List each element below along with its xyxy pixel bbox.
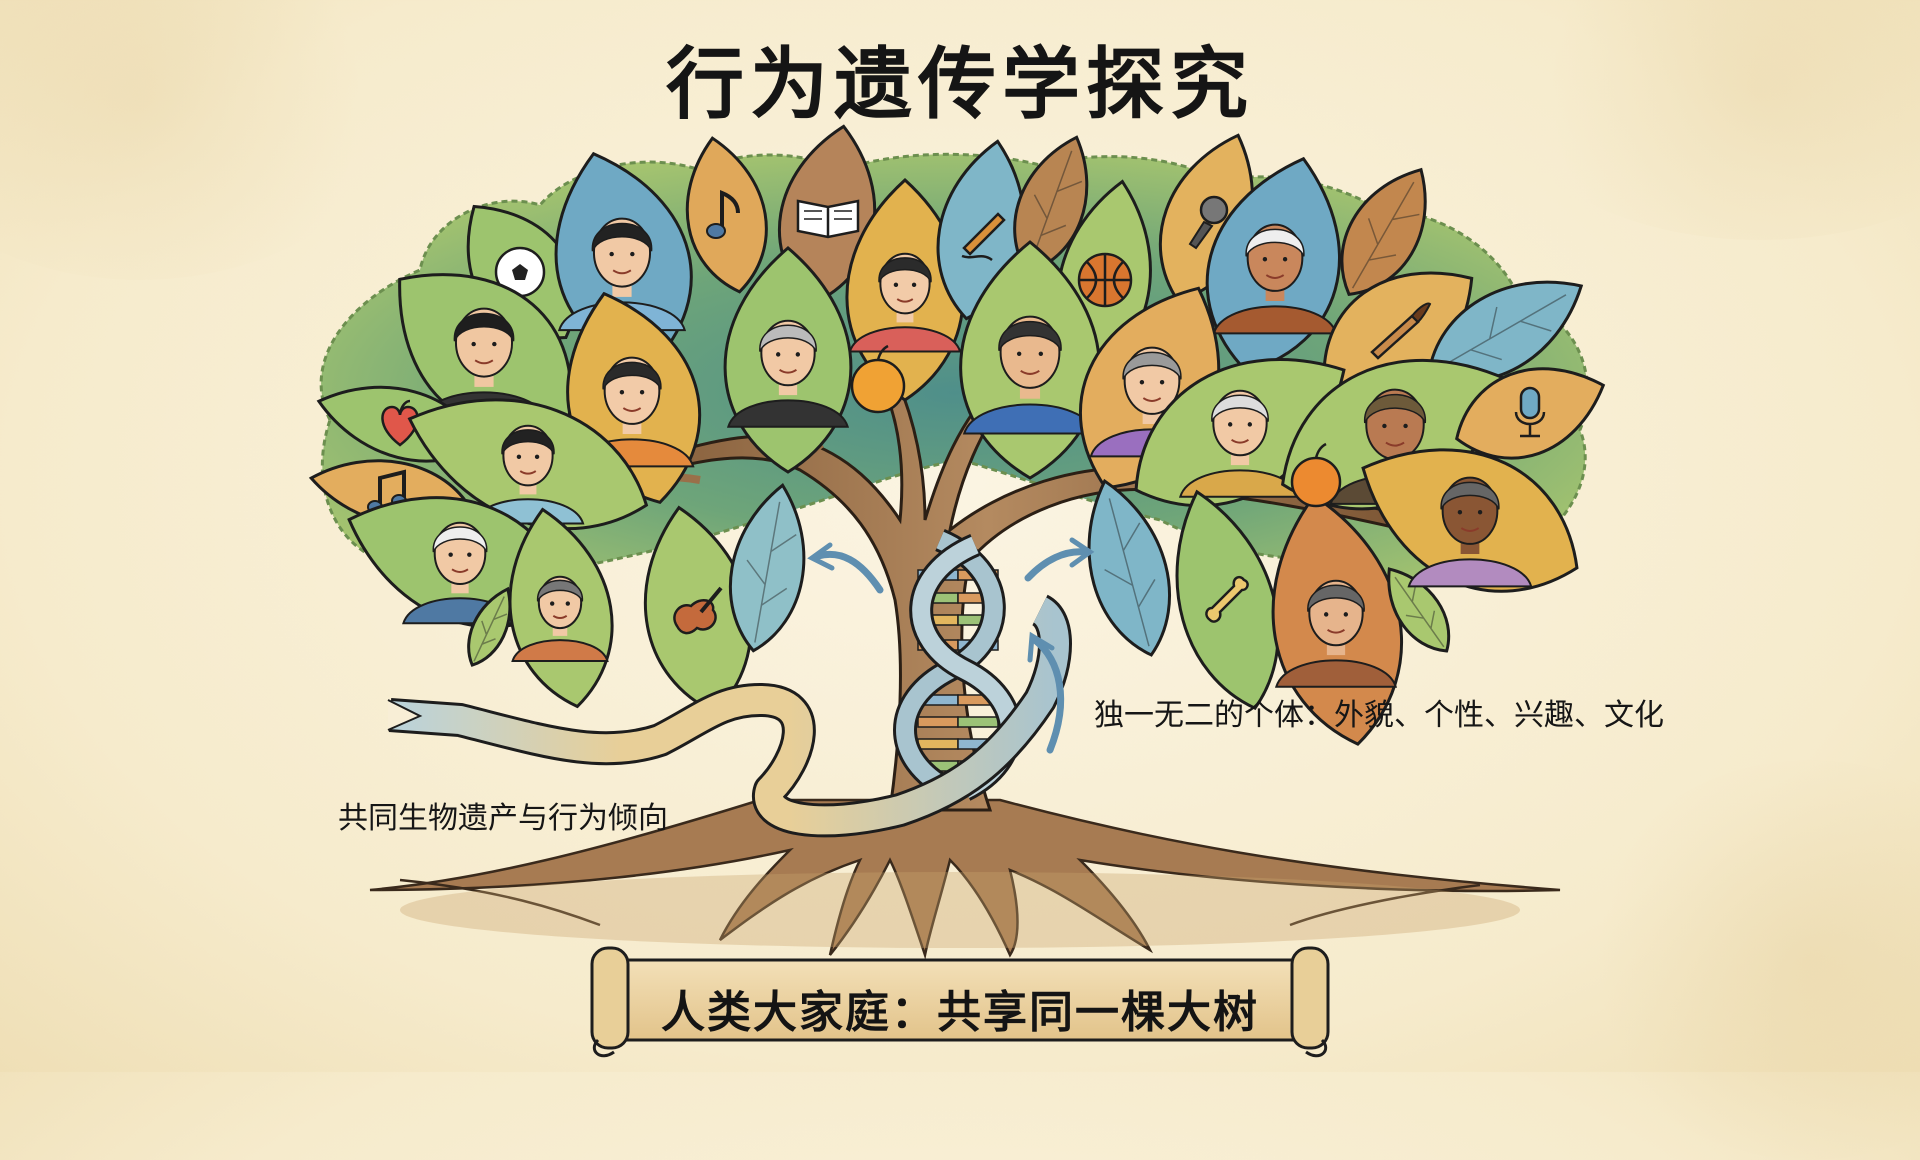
apple-center-icon [850,344,906,414]
soil [400,872,1520,948]
leaf-elder-robe [1271,493,1404,746]
leaf-scholar [959,240,1101,480]
portrait-older-man-red-tie [726,319,850,428]
soccer-ball-icon [494,246,546,298]
leaf-podcast-mic [1455,367,1606,460]
portrait-old-man-white-beard [1212,223,1338,335]
fountain-pen-icon [961,212,1006,262]
page-title: 行为遗传学探究 [665,40,1254,130]
leaf-music-note [685,136,768,294]
leaf-woman-qipao [845,177,965,402]
arrow-up-left-icon [814,550,884,594]
arrow-up-curve-icon [1031,636,1065,754]
paintbrush-icon [1370,302,1432,360]
leaf-small-left [467,586,512,667]
dna-double-helix [893,528,1022,801]
heart-apple-icon [381,399,419,447]
dna-base-pair [917,716,999,728]
apple-right-icon [1290,442,1342,508]
music-note-icon [706,190,740,239]
leaf-old-man-tie [723,246,853,474]
leaf-blue-left [728,483,806,653]
portrait-woman-red-qipao [848,252,962,353]
fruits-layer [850,344,1342,508]
scroll-banner [590,946,1330,1058]
banner-caption: 人类大家庭：共享同一棵大树 [661,987,1259,1038]
podcast-microphone-icon [1514,386,1546,438]
portrait-elder-brown-robe [1274,579,1398,688]
open-book-icon [796,199,860,239]
arrow-up-right-icon [1024,548,1089,582]
portrait-elder-round-glasses [1178,389,1302,498]
family-tree-illustration [308,124,1606,1058]
leaf-woman-headscarf [508,507,614,709]
microphone-icon [1188,195,1229,250]
shared-heritage-caption: 共同生物遗产与行为倾向 [338,801,668,836]
heritage-ribbon [387,594,1072,838]
leaf-brown-right [1340,167,1427,296]
leaves-layer [308,124,1606,746]
tree-roots [369,798,1561,960]
leaf-woman-braids [1361,448,1579,593]
violin-icon [673,586,723,635]
portrait-woman-headscarf [511,575,609,663]
leaf-blue-mid-right [1087,478,1172,657]
leaf-glasses [1134,358,1346,508]
portrait-woman-braided-hair [1407,476,1533,588]
basketball-icon [1077,252,1133,308]
unique-individual-caption: 独一无二的个体：外貌、个性、兴趣、文化 [1094,698,1664,733]
leaf-old-man-beard [1205,156,1341,373]
influence-arrows [807,537,1095,754]
leaf-scroll [1175,489,1280,711]
portrait-scholar-blue-robe [962,315,1098,435]
bone-scroll-icon [1205,575,1249,623]
